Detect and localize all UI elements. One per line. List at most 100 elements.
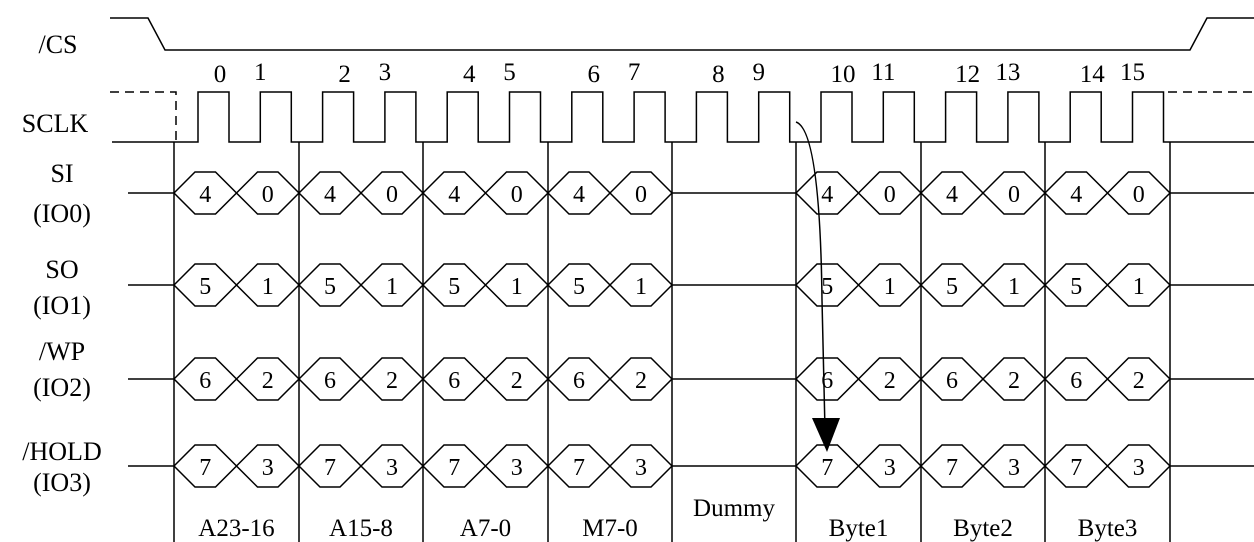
bit-number: 2 (635, 368, 647, 394)
bit-number: 2 (386, 368, 398, 394)
clock-number: 14 (1080, 61, 1106, 88)
bit-cell (1106, 263, 1172, 307)
bit-number: 5 (199, 274, 211, 300)
bit-number: 5 (448, 274, 460, 300)
bit-cell (1106, 444, 1172, 488)
bit-number: 4 (946, 182, 958, 208)
bit-number: 7 (324, 455, 336, 481)
bit-number: 1 (1008, 274, 1020, 300)
bit-number: 0 (884, 182, 896, 208)
bit-number: 4 (1070, 182, 1082, 208)
bit-number: 7 (573, 455, 585, 481)
cs-label: /CS (38, 30, 77, 59)
bit-number: 1 (511, 274, 523, 300)
bit-number: 7 (946, 455, 958, 481)
bit-number: 6 (199, 368, 211, 394)
bit-number: 1 (1133, 274, 1145, 300)
bit-number: 7 (1070, 455, 1082, 481)
bit-number: 4 (324, 182, 336, 208)
segment-label: A23-16 (198, 515, 274, 542)
bit-number: 5 (573, 274, 585, 300)
bit-number: 5 (946, 274, 958, 300)
bit-number: 2 (262, 368, 274, 394)
bit-number: 6 (946, 368, 958, 394)
clock-number: 12 (955, 61, 980, 88)
bit-number: 0 (386, 182, 398, 208)
clock-number: 15 (1120, 59, 1145, 86)
segment-label: A7-0 (460, 515, 511, 542)
io0-name-label: SI (50, 159, 73, 188)
bit-number: 4 (821, 182, 833, 208)
data-ready-arrowhead (812, 418, 840, 452)
clock-number: 8 (712, 61, 725, 88)
clock-number: 1 (254, 59, 267, 86)
segment-label: Dummy (693, 495, 775, 522)
io2-name-label: /WP (39, 337, 85, 366)
bit-number: 2 (1133, 368, 1145, 394)
bit-number: 1 (386, 274, 398, 300)
segment-label: M7-0 (582, 515, 638, 542)
bit-number: 3 (511, 455, 523, 481)
bit-number: 6 (448, 368, 460, 394)
bus-lane-0: 4 0 4 0 4 0 4 0 4 0 4 0 4 0 (128, 171, 1254, 215)
bit-number: 4 (573, 182, 585, 208)
clock-number: 13 (995, 59, 1020, 86)
sclk-label: SCLK (22, 109, 89, 138)
io0-io-label: (IO0) (33, 199, 91, 228)
bit-number: 2 (1008, 368, 1020, 394)
clock-number: 4 (463, 61, 476, 88)
cs-waveform (110, 17, 1254, 51)
segment-label: Byte3 (1078, 515, 1138, 542)
bit-number: 7 (199, 455, 211, 481)
bit-number: 2 (511, 368, 523, 394)
bit-number: 3 (1008, 455, 1020, 481)
bit-cell (1106, 357, 1172, 401)
io3-io-label: (IO3) (33, 468, 91, 497)
sclk-waveform (112, 91, 1254, 143)
bit-number: 4 (199, 182, 211, 208)
io1-name-label: SO (45, 255, 78, 284)
bit-number: 3 (884, 455, 896, 481)
io1-io-label: (IO1) (33, 291, 91, 320)
segment-label: Byte2 (953, 515, 1013, 542)
bit-number: 3 (1133, 455, 1145, 481)
bit-number: 5 (324, 274, 336, 300)
bit-cell (1106, 171, 1172, 215)
bit-number: 0 (1008, 182, 1020, 208)
clock-number: 9 (752, 59, 765, 86)
clock-number: 5 (503, 59, 516, 86)
bit-number: 6 (1070, 368, 1082, 394)
bit-number: 6 (573, 368, 585, 394)
bit-number: 3 (262, 455, 274, 481)
clock-number: 10 (831, 61, 856, 88)
clock-number: 7 (628, 59, 641, 86)
segment-label: A15-8 (329, 515, 393, 542)
bit-number: 2 (884, 368, 896, 394)
clock-number: 6 (588, 61, 601, 88)
bit-number: 3 (386, 455, 398, 481)
bit-number: 0 (1133, 182, 1145, 208)
clock-number: 2 (338, 61, 351, 88)
bit-number: 1 (262, 274, 274, 300)
bit-number: 3 (635, 455, 647, 481)
bit-number: 7 (448, 455, 460, 481)
bit-number: 4 (448, 182, 460, 208)
bit-number: 7 (821, 455, 833, 481)
sclk-idle-left (110, 91, 177, 142)
io3-name-label: /HOLD (22, 437, 101, 466)
clock-number: 11 (871, 59, 895, 86)
clock-number: 3 (379, 59, 392, 86)
bit-number: 1 (884, 274, 896, 300)
bit-number: 0 (262, 182, 274, 208)
bit-number: 0 (511, 182, 523, 208)
segment-label: Byte1 (829, 515, 889, 542)
bit-number: 5 (1070, 274, 1082, 300)
clock-number: 0 (214, 61, 227, 88)
bit-number: 5 (821, 274, 833, 300)
bit-number: 6 (324, 368, 336, 394)
bus-lane-3: 7 3 7 3 7 3 7 3 7 3 7 3 7 3 (128, 444, 1254, 488)
bit-number: 0 (635, 182, 647, 208)
